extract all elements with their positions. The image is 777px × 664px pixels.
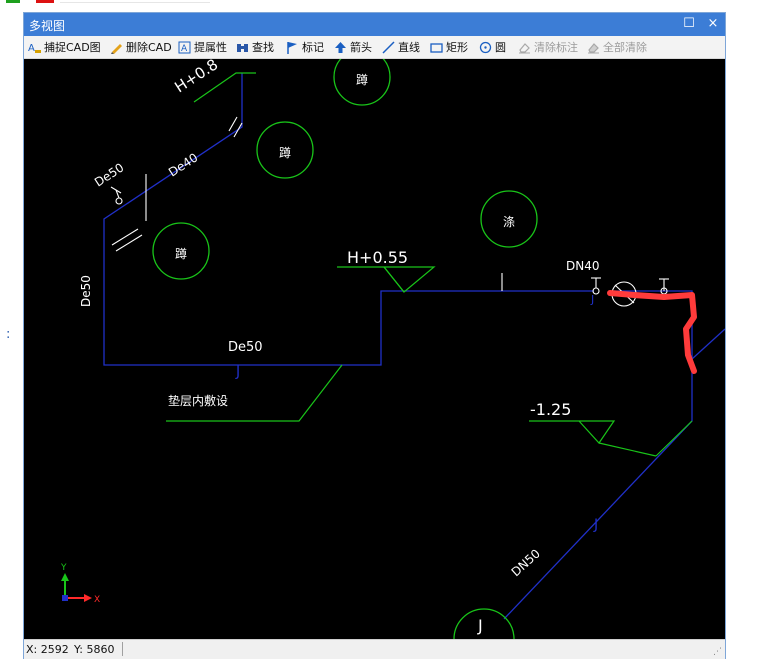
- j-marker-3: J: [593, 517, 598, 533]
- svg-text:A: A: [28, 43, 35, 54]
- red-markup-stroke: [607, 290, 697, 374]
- label-cushion-note: 垫层内敷设: [168, 393, 228, 408]
- extract-attribute-label: 提属性: [194, 41, 227, 54]
- rectangle-button[interactable]: 矩形: [430, 39, 468, 55]
- fixture-label-1: 蹲: [356, 73, 368, 87]
- eraser-all-icon: [588, 42, 599, 53]
- svg-text:A: A: [181, 44, 188, 54]
- status-bar: X: 2592 Y: 5860 ⋰: [24, 639, 725, 659]
- label-minus-125: -1.25: [530, 400, 571, 419]
- window-title: 多视图: [29, 19, 66, 33]
- clear-all-button[interactable]: 全部清除: [587, 39, 647, 55]
- line-label: 直线: [398, 41, 420, 54]
- fittings: [110, 116, 669, 307]
- status-separator: [122, 642, 123, 656]
- label-dn40: DN40: [566, 259, 600, 273]
- label-de50-horizontal: De50: [228, 340, 263, 355]
- j-marker-2: J: [590, 293, 594, 306]
- line-button[interactable]: 直线: [382, 39, 420, 55]
- delete-cad-button[interactable]: 删除CAD: [110, 39, 172, 55]
- arrow-up-icon: [335, 41, 346, 53]
- binoculars-icon: [237, 43, 248, 52]
- fixture-label-4: 涤: [503, 215, 515, 229]
- capture-icon: A: [28, 43, 41, 54]
- maximize-button[interactable]: ☐: [683, 16, 695, 31]
- find-label: 查找: [252, 41, 274, 54]
- multi-view-window: 多视图 ☐ × A 捕捉CAD图 删除CAD A 提属性: [23, 12, 726, 659]
- clear-annotation-label: 清除标注: [534, 41, 578, 54]
- arrow-button[interactable]: 箭头: [334, 39, 372, 55]
- circle-label: 圆: [495, 41, 506, 54]
- eraser-icon: [519, 42, 530, 53]
- fixture-circles: [152, 59, 538, 639]
- label-de50-vertical: De50: [79, 275, 93, 307]
- toolbar: A 捕捉CAD图 删除CAD A 提属性 查找: [24, 36, 725, 59]
- j-marker-4: J: [477, 616, 483, 635]
- top-strip: [0, 0, 777, 8]
- capture-cad-button[interactable]: A 捕捉CAD图: [28, 39, 101, 55]
- label-de40: De40: [166, 150, 200, 179]
- label-dn50: DN50: [509, 546, 543, 579]
- pencil-icon: [111, 43, 122, 54]
- line-icon: [382, 40, 395, 54]
- mark-label: 标记: [302, 41, 324, 54]
- j-marker-1: J: [235, 364, 240, 380]
- fixture-label-3: 蹲: [175, 247, 187, 261]
- cad-canvas[interactable]: 蹲 蹲 蹲 涤: [24, 59, 725, 639]
- mark-button[interactable]: 标记: [286, 39, 324, 55]
- clear-all-label: 全部清除: [603, 41, 647, 54]
- rectangle-icon: [430, 42, 443, 53]
- capture-cad-label: 捕捉CAD图: [44, 41, 101, 54]
- label-h-top: H+0.8: [171, 59, 221, 96]
- circle-button[interactable]: 圆: [479, 39, 506, 55]
- side-marker: :: [6, 327, 11, 342]
- title-bar: 多视图 ☐ ×: [24, 13, 725, 36]
- axis-x-label: X: [94, 595, 100, 605]
- pipe-lines: [103, 73, 725, 620]
- leader-lines: [166, 72, 693, 457]
- clear-annotation-button[interactable]: 清除标注: [518, 39, 578, 55]
- arrow-label: 箭头: [350, 41, 372, 54]
- close-button[interactable]: ×: [707, 16, 719, 31]
- circle-icon: [479, 41, 492, 53]
- rectangle-label: 矩形: [446, 41, 468, 54]
- cad-drawing[interactable]: 蹲 蹲 蹲 涤: [24, 59, 725, 639]
- x-coordinate: X: 2592: [26, 643, 69, 656]
- y-coordinate: Y: 5860: [74, 643, 115, 656]
- attribute-icon: A: [178, 41, 191, 54]
- resize-grip-icon[interactable]: ⋰: [713, 647, 722, 657]
- ucs-axis-icon: [61, 573, 92, 602]
- delete-cad-label: 删除CAD: [126, 41, 172, 54]
- flag-icon: [287, 41, 297, 54]
- label-h055: H+0.55: [347, 248, 408, 267]
- fixture-label-2: 蹲: [279, 146, 291, 160]
- label-de50-diag: De50: [92, 160, 126, 189]
- find-button[interactable]: 查找: [236, 39, 274, 55]
- axis-y-label: Y: [60, 563, 67, 573]
- extract-attribute-button[interactable]: A 提属性: [178, 39, 227, 55]
